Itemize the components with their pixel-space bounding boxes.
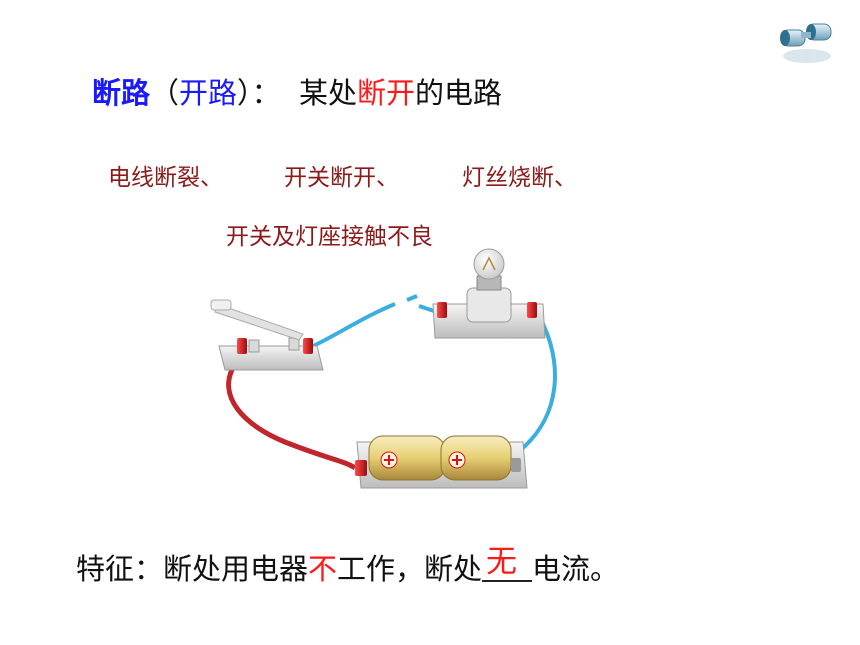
term-open-circuit: 断路 [92,76,151,110]
definition-highlight: 断开 [357,76,416,110]
feature-middle: 工作，断处 [337,552,483,586]
wire-blue-stub [406,294,418,302]
lamp-holder [432,248,546,339]
paren-close: ） [237,76,252,110]
cause-wire-broken: 电线断裂、 [108,165,223,191]
answer-text: 无 [486,544,518,580]
definition-prefix: 某处 [299,76,358,110]
feature-prefix: 特征：断处用电器 [76,552,309,586]
cause-switch-open: 开关断开、 [284,165,399,191]
feature-suffix: 电流。 [532,552,620,586]
binoculars-icon [777,16,837,70]
term-alt: 开路 [179,76,238,110]
feature-line: 特征：断处用电器不工作，断处无电流。 [76,544,620,588]
title-line: 断路（开路）： 某处断开的电路 [92,70,502,112]
battery-holder [355,435,528,489]
definition-suffix: 的电路 [415,76,503,110]
knife-switch [210,299,324,371]
cause-filament-burnt: 灯丝烧断、 [462,165,577,191]
colon: ： [251,76,281,110]
wire-red [226,362,357,471]
paren-open: （ [150,76,180,110]
cause-poor-contact: 开关及灯座接触不良 [226,224,433,250]
feature-highlight: 不 [308,552,338,586]
answer-blank: 无 [482,544,533,582]
wire-blue-top [312,302,396,348]
open-circuit-diagram [205,246,565,500]
